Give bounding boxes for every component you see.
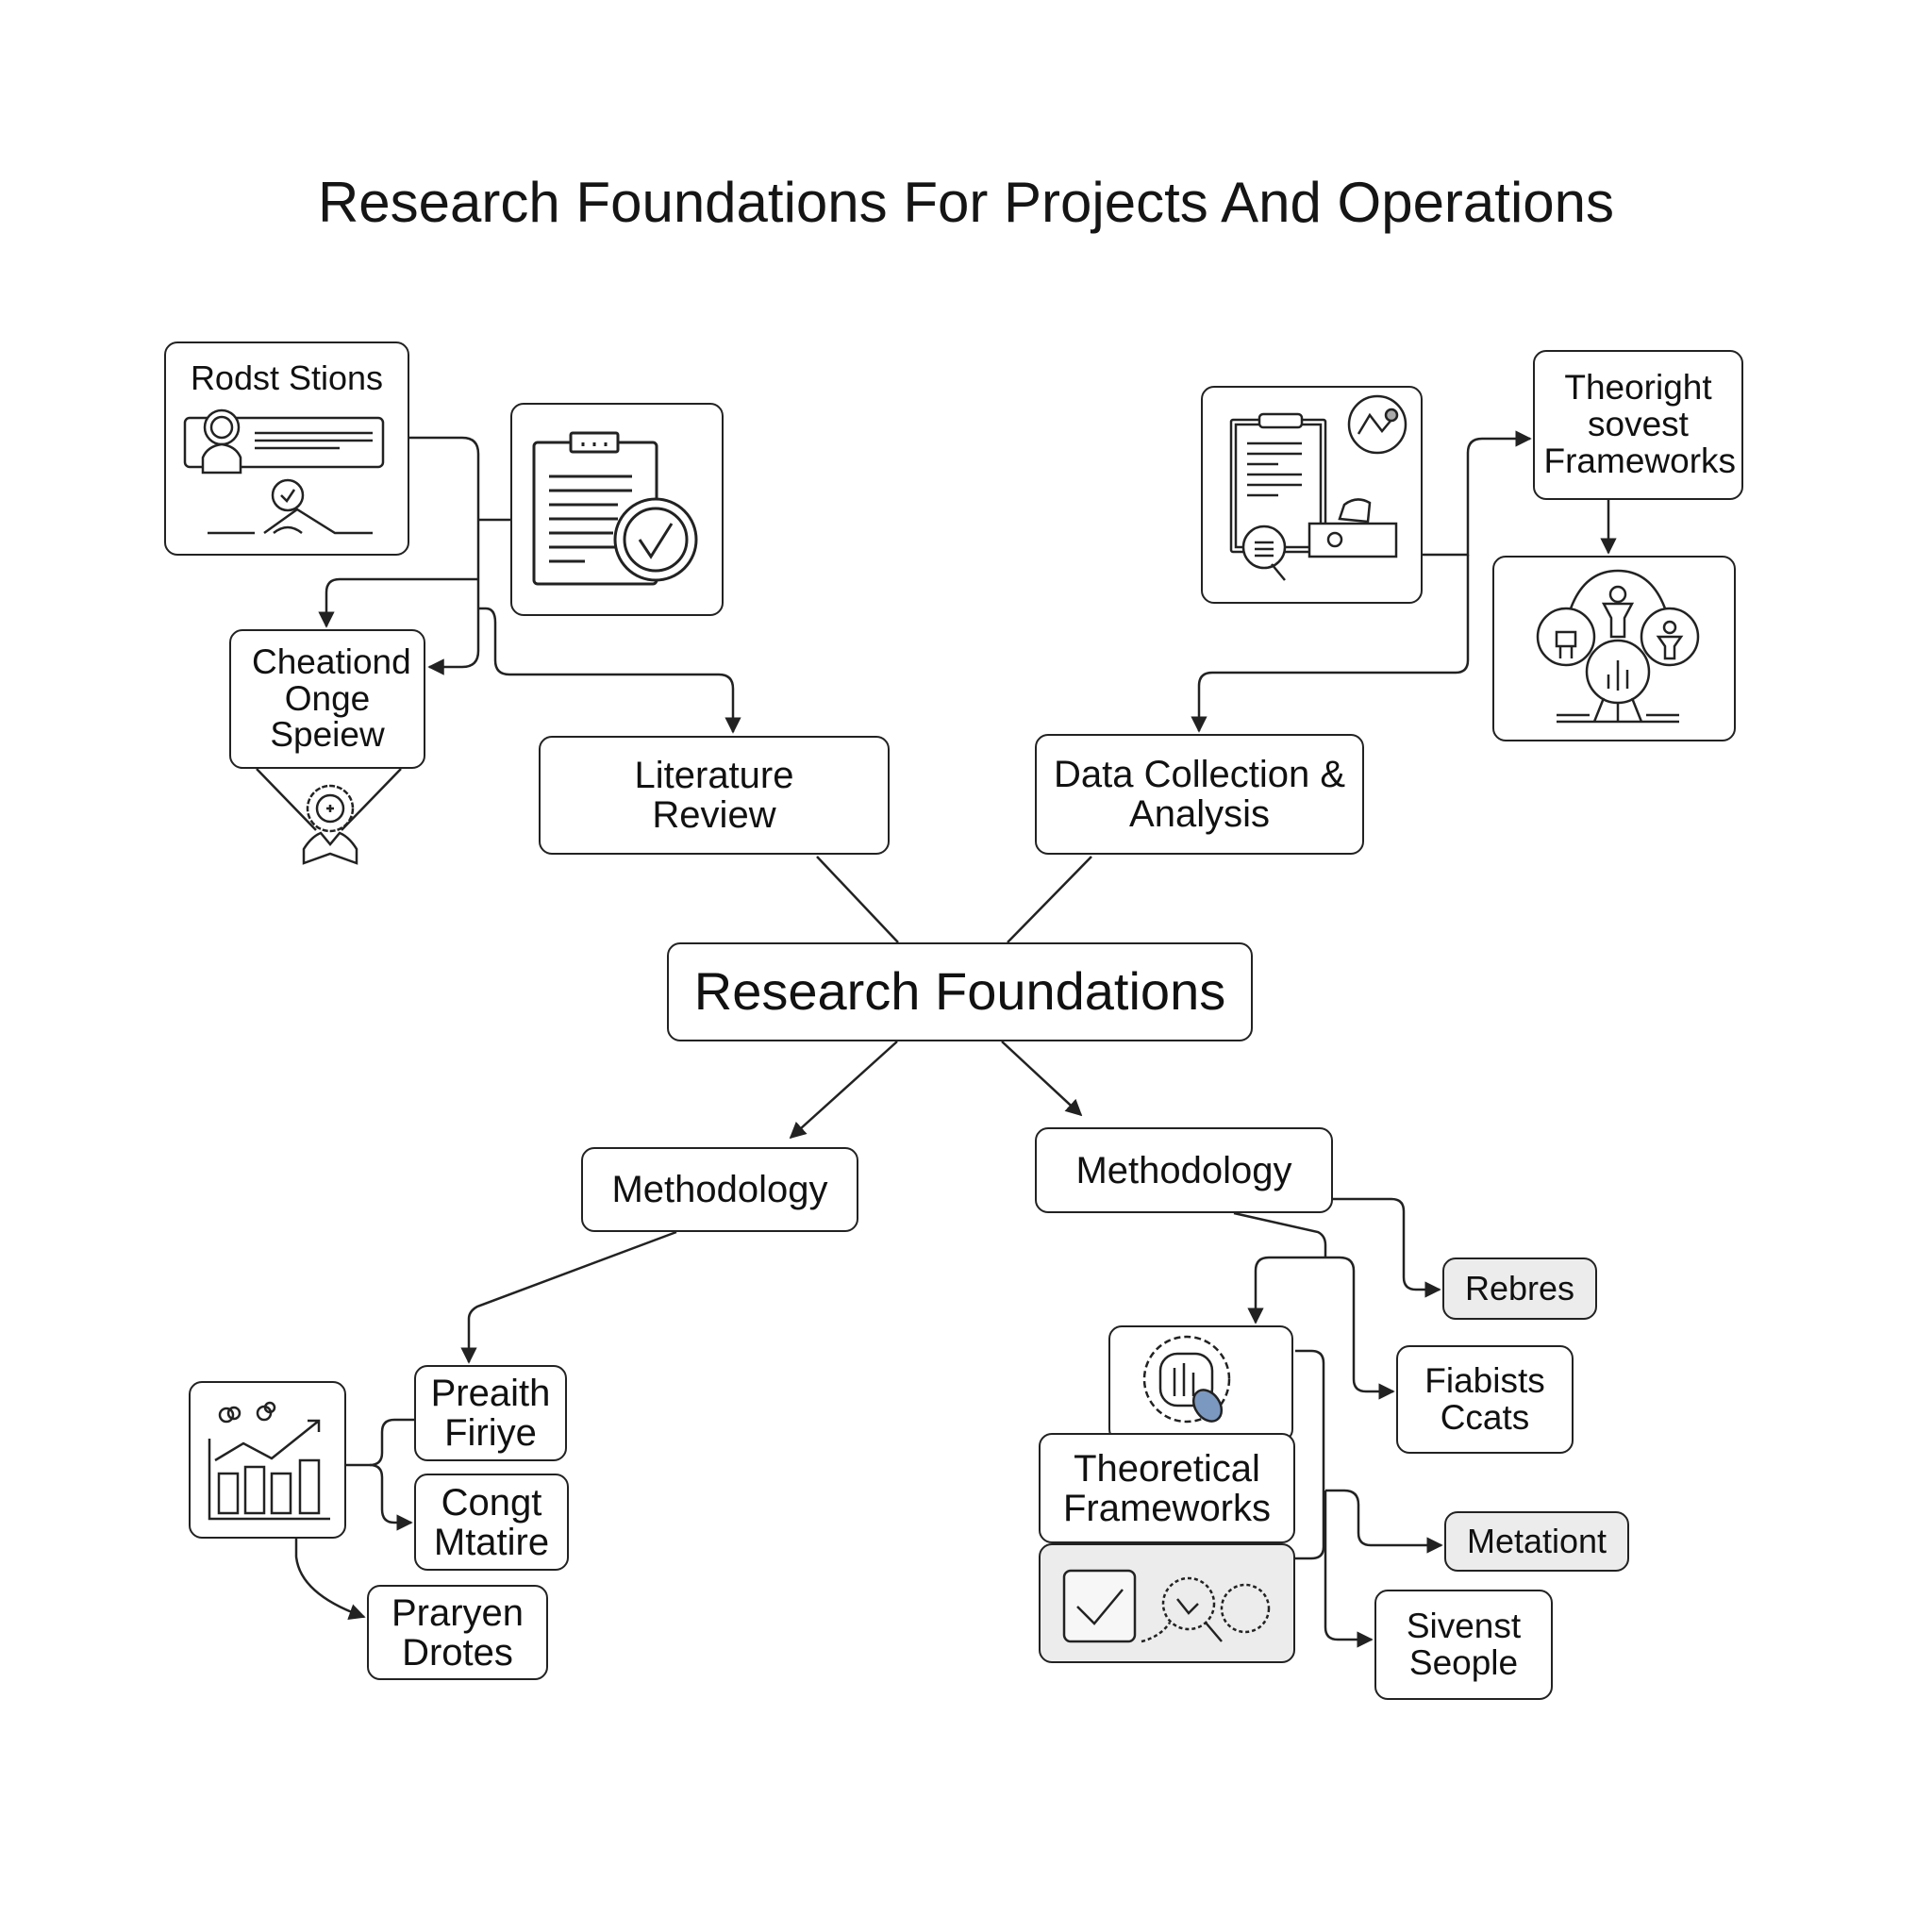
diagram-title: Research Foundations For Projects And Op… — [317, 171, 1615, 234]
connector-methodology-left-to-preaith — [460, 1230, 677, 1364]
node-methodology-left[interactable]: Methodology — [581, 1147, 858, 1232]
clipboard-magnifier-icon — [1229, 394, 1407, 581]
node-label: Literature Review — [634, 755, 794, 836]
connector-trunk-to-cheationd — [318, 577, 478, 628]
node-data-collection[interactable]: Data Collection & Analysis — [1035, 734, 1364, 855]
node-label: Methodology — [611, 1169, 828, 1210]
node-metationt[interactable]: Metationt — [1444, 1511, 1629, 1572]
node-preaith[interactable]: Preaith Firiye — [414, 1365, 567, 1461]
connector-cheationd-ribbon — [256, 768, 402, 831]
node-label: Sivenst Seople — [1406, 1606, 1522, 1682]
connector-trunk-to-literature — [478, 607, 741, 734]
checkbox-and-magnifier-icon — [1062, 1569, 1271, 1643]
node-label: Congt Mtatire — [433, 1481, 550, 1563]
node-cheationd[interactable]: Cheationd Onge Speiew — [229, 629, 425, 769]
node-methodology-right[interactable]: Methodology — [1035, 1127, 1333, 1213]
profile-card-icon — [183, 408, 385, 535]
connector-rodst-to-cheationd — [409, 436, 480, 675]
award-badge-icon — [302, 784, 358, 865]
connector-to-sivenst — [1324, 1491, 1374, 1648]
node-label: Metationt — [1466, 1522, 1607, 1561]
connector-trunk-to-fiabists — [1325, 1256, 1395, 1400]
node-theoretical-frameworks[interactable]: Theoretical Frameworks — [1039, 1433, 1295, 1543]
node-label: Theoright sovest Frameworks — [1543, 368, 1737, 480]
node-congt[interactable]: Congt Mtatire — [414, 1474, 569, 1571]
node-label: Cheationd Onge Speiew — [252, 641, 411, 755]
node-label: Theoretical Frameworks — [1062, 1447, 1272, 1529]
connector-doc-to-theoright — [1423, 430, 1532, 557]
connector-data-to-root — [1007, 856, 1092, 943]
bar-chart-growth-icon — [208, 1401, 330, 1521]
node-label: Research Foundations — [693, 961, 1226, 1022]
stakeholder-tree-icon — [1536, 569, 1700, 724]
connector-chart-to-praryen — [294, 1539, 366, 1621]
analysis-document-card[interactable] — [1201, 386, 1423, 604]
connector-literature-to-root — [816, 856, 899, 943]
node-label: Preaith Firiye — [430, 1373, 551, 1454]
connector-chart-to-congt — [369, 1463, 413, 1531]
connector-root-to-methodology-right — [1001, 1041, 1083, 1117]
connector-methodology-right-to-rebres — [1333, 1197, 1441, 1298]
connector-to-metationt — [1325, 1489, 1443, 1554]
connector-doc-to-datacollection — [1191, 555, 1470, 733]
node-label: Fiabists Ccats — [1424, 1360, 1545, 1437]
connector-chart-to-preaith — [346, 1418, 414, 1467]
node-rebres[interactable]: Rebres — [1442, 1257, 1597, 1320]
connector-root-to-methodology-left — [789, 1041, 898, 1140]
node-theoright[interactable]: Theoright sovest Frameworks — [1533, 350, 1743, 500]
connector-methodology-right-trunk — [1233, 1211, 1327, 1257]
node-research-foundations[interactable]: Research Foundations — [667, 942, 1253, 1041]
node-praryen[interactable]: Praryen Drotes — [367, 1585, 548, 1680]
data-search-card[interactable] — [1108, 1325, 1293, 1442]
data-search-icon — [1142, 1335, 1231, 1424]
node-label: Rebres — [1464, 1269, 1575, 1308]
connector-trunk-to-icon-box — [1247, 1256, 1325, 1324]
node-label: Rodst Stions — [190, 358, 384, 397]
node-sivenst[interactable]: Sivenst Seople — [1374, 1590, 1553, 1700]
node-label: Praryen Drotes — [391, 1591, 525, 1674]
node-fiabists[interactable]: Fiabists Ccats — [1396, 1345, 1574, 1454]
node-label: Methodology — [1075, 1149, 1292, 1191]
connector-frameworks-bracket — [1295, 1349, 1325, 1560]
document-check-icon — [532, 431, 698, 586]
node-literature-review[interactable]: Literature Review — [539, 736, 890, 855]
node-label: Data Collection & Analysis — [1053, 754, 1346, 835]
